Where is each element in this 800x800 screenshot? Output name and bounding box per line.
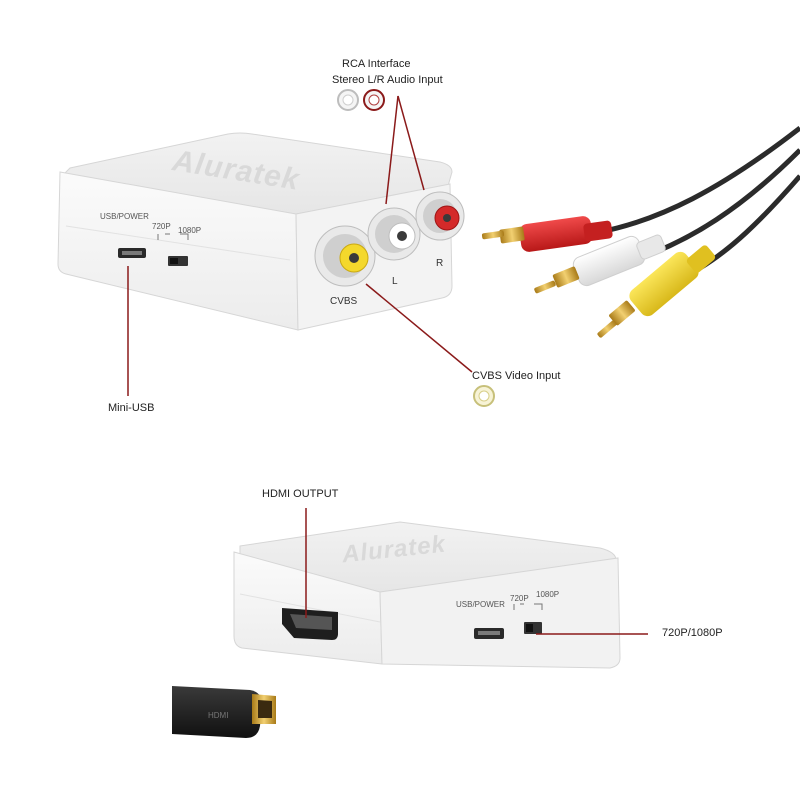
rca-cable-assembly xyxy=(481,126,800,338)
port-label-r: R xyxy=(436,258,444,269)
rca-plug-white xyxy=(534,234,666,294)
hdmi-output-label: HDMI OUTPUT xyxy=(262,488,339,500)
stereo-audio-label: Stereo L/R Audio Input xyxy=(332,74,443,86)
cvbs-marker xyxy=(473,385,495,407)
resolution-switch-label: 720P/1080P xyxy=(662,627,723,639)
rca-jack-cvbs xyxy=(314,225,376,287)
rca-jack-right xyxy=(415,191,465,241)
rca-jack-left xyxy=(367,207,421,261)
port-label-cvbs: CVBS xyxy=(330,296,358,307)
top-1080p-label: 1080P xyxy=(178,226,202,235)
hdmi-plug-text: HDMI xyxy=(208,711,228,720)
hdmi-cable: HDMI xyxy=(0,686,276,738)
top-720p-label: 720P xyxy=(152,222,171,231)
rca-interface-marker xyxy=(337,89,385,111)
bottom-1080p-label: 1080P xyxy=(536,590,560,599)
mini-usb-label: Mini-USB xyxy=(108,402,155,414)
bottom-converter-device xyxy=(233,521,621,669)
bottom-callout-lines xyxy=(305,508,648,635)
port-label-l: L xyxy=(392,276,398,287)
rca-interface-label: RCA Interface xyxy=(342,58,411,70)
cvbs-video-input-label: CVBS Video Input xyxy=(472,370,561,382)
top-callout-lines xyxy=(127,95,473,396)
rca-plug-yellow xyxy=(597,245,716,338)
top-converter-device xyxy=(57,132,465,331)
bottom-720p-label: 720P xyxy=(510,594,529,603)
rca-plug-red xyxy=(481,216,613,252)
top-usb-power-label: USB/POWER xyxy=(100,212,149,221)
bottom-usb-power-label: USB/POWER xyxy=(456,600,505,609)
